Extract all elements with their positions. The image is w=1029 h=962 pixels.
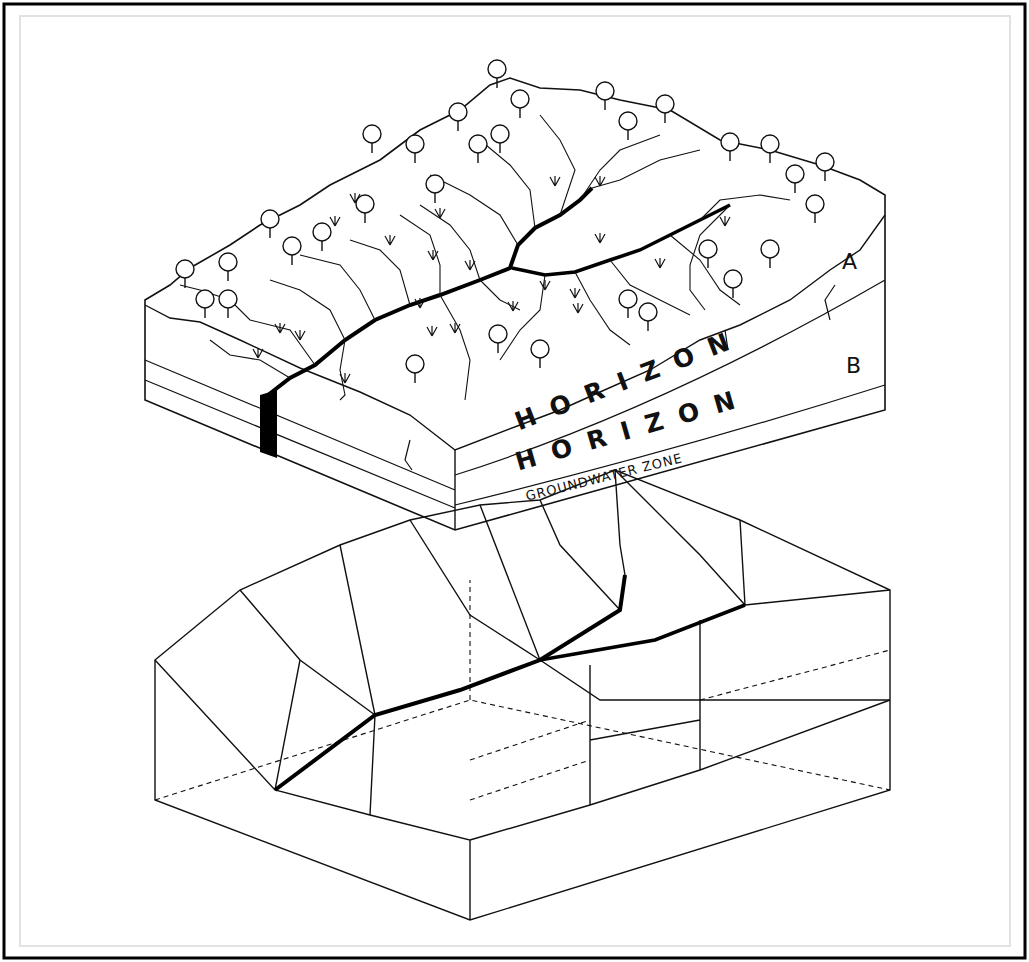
model-stream-branch [540, 605, 745, 660]
horizon-letter: A [842, 251, 857, 273]
channel-section [260, 390, 277, 458]
stream-branch [512, 205, 730, 275]
wireframe-model [155, 470, 890, 920]
inner-frame [20, 16, 1010, 946]
horizon-letter: B [846, 355, 861, 377]
block-outline [145, 78, 885, 530]
outer-frame [4, 4, 1025, 958]
main-stream [268, 188, 592, 395]
soil-layer-line [145, 360, 455, 508]
soil-layer-line [455, 280, 885, 505]
hidden-lines [155, 580, 890, 800]
model-stream [275, 575, 625, 790]
grass-symbols [253, 176, 730, 383]
